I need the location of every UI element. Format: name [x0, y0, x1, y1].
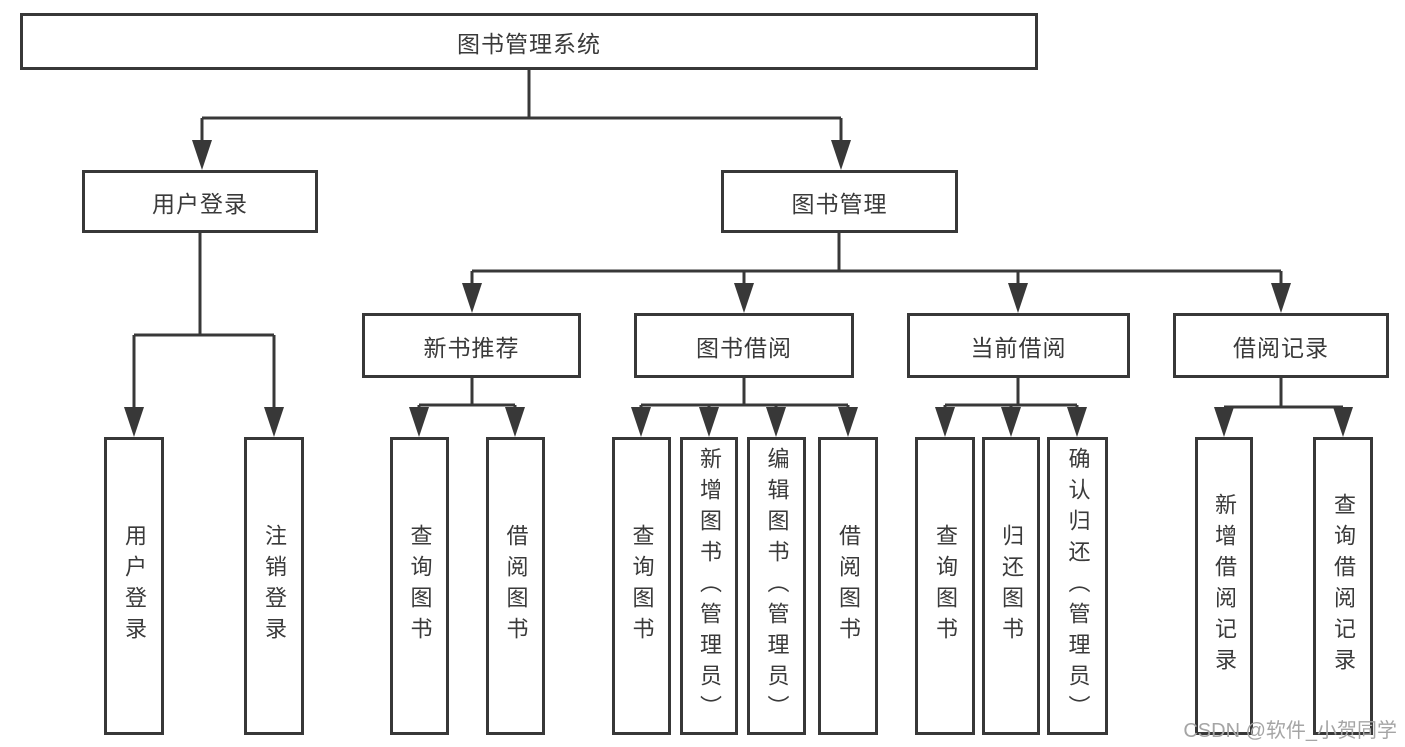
arrow-down-icon	[462, 283, 482, 313]
arrow-down-icon	[935, 407, 955, 437]
leaf-borrow-books: 借阅图书	[818, 437, 878, 735]
node-new-book-recommendation: 新书推荐	[362, 313, 581, 378]
node-book-management: 图书管理	[721, 170, 958, 233]
node-label: 查询图书	[629, 524, 655, 648]
node-label: 借阅图书	[503, 524, 529, 648]
node-current-borrowing: 当前借阅	[907, 313, 1130, 378]
leaf-query-books-borrowing: 查询图书	[612, 437, 671, 735]
arrow-down-icon	[631, 407, 651, 437]
node-label: 确认归还（管理员）	[1065, 446, 1091, 726]
arrow-down-icon	[192, 140, 212, 170]
csdn-watermark: CSDN @软件_小贺同学	[1183, 720, 1397, 742]
node-label: 用户登录	[152, 190, 248, 217]
arrow-down-icon	[1214, 407, 1234, 437]
arrow-down-icon	[1333, 407, 1353, 437]
arrowheads-group	[124, 140, 1353, 437]
node-label: 查询图书	[933, 524, 958, 648]
node-label: 编辑图书（管理员）	[764, 446, 790, 726]
leaf-add-books-admin: 新增图书（管理员）	[680, 437, 738, 735]
node-label: 注销登录	[262, 524, 287, 648]
node-label: 新增借阅记录	[1212, 493, 1237, 679]
leaf-borrow-books-recommend: 借阅图书	[486, 437, 545, 735]
node-book-borrowing: 图书借阅	[634, 313, 854, 378]
arrow-down-icon	[831, 140, 851, 170]
node-borrowing-records: 借阅记录	[1173, 313, 1389, 378]
leaf-confirm-return-admin: 确认归还（管理员）	[1047, 437, 1108, 735]
node-label: 图书借阅	[696, 334, 792, 361]
node-user-login: 用户登录	[82, 170, 318, 233]
arrow-down-icon	[409, 407, 429, 437]
leaf-query-books-recommend: 查询图书	[390, 437, 449, 735]
node-label: 新增图书（管理员）	[697, 446, 722, 726]
node-label: 用户登录	[122, 524, 147, 648]
node-label: 借阅记录	[1233, 334, 1329, 361]
node-label: 查询图书	[407, 524, 433, 648]
arrow-down-icon	[838, 407, 858, 437]
arrow-down-icon	[124, 407, 144, 437]
leaf-user-login: 用户登录	[104, 437, 164, 735]
node-label: 图书管理系统	[457, 30, 601, 57]
arrow-down-icon	[734, 283, 754, 313]
node-label: 查询借阅记录	[1331, 493, 1356, 679]
arrow-down-icon	[1271, 283, 1291, 313]
arrow-down-icon	[1001, 407, 1021, 437]
arrow-down-icon	[1067, 407, 1087, 437]
arrow-down-icon	[1008, 283, 1028, 313]
leaf-query-borrow-record: 查询借阅记录	[1313, 437, 1373, 735]
leaf-return-books: 归还图书	[982, 437, 1040, 735]
arrow-down-icon	[699, 407, 719, 437]
leaf-query-books-current: 查询图书	[915, 437, 975, 735]
node-label: 新书推荐	[423, 334, 520, 361]
arrow-down-icon	[505, 407, 525, 437]
leaf-logout: 注销登录	[244, 437, 304, 735]
arrow-down-icon	[766, 407, 786, 437]
node-label: 归还图书	[999, 524, 1024, 648]
node-label: 借阅图书	[836, 524, 861, 648]
node-label: 图书管理	[791, 190, 888, 217]
node-library-management-system: 图书管理系统	[20, 13, 1038, 70]
arrow-down-icon	[264, 407, 284, 437]
leaf-add-borrow-record: 新增借阅记录	[1195, 437, 1253, 735]
leaf-edit-books-admin: 编辑图书（管理员）	[747, 437, 806, 735]
node-label: 当前借阅	[970, 334, 1067, 361]
